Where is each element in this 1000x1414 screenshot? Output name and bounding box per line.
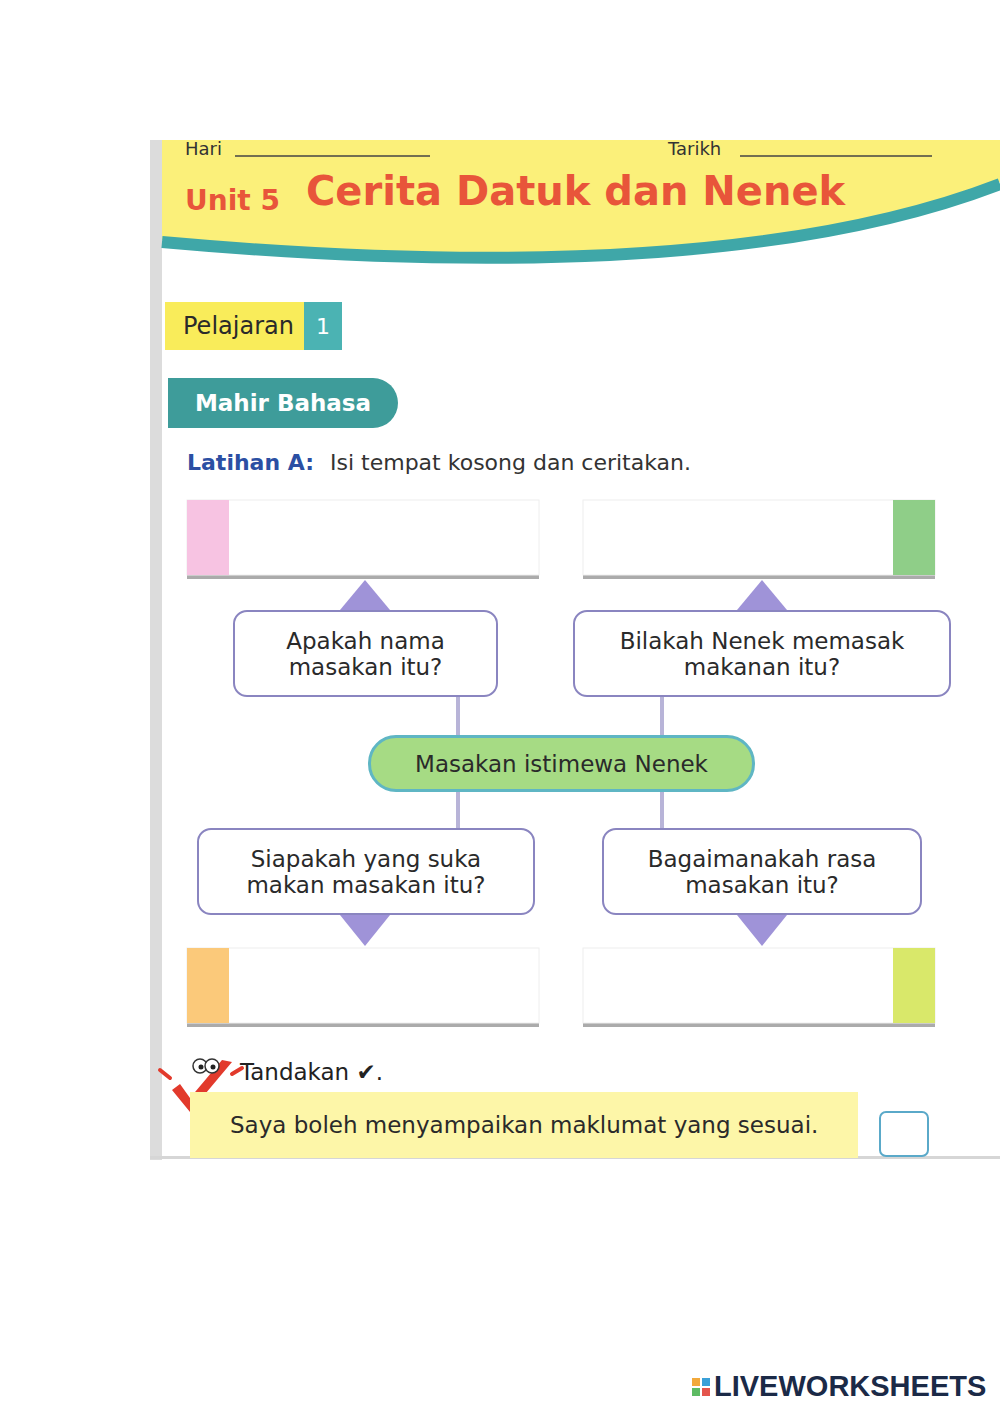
- section-tab: Mahir Bahasa: [168, 378, 398, 428]
- header-band: [162, 140, 1000, 256]
- answer-box: [583, 948, 935, 1027]
- connector-line: [660, 792, 664, 828]
- pointer-triangle: [340, 915, 390, 946]
- field-label: Hari: [185, 138, 222, 159]
- lesson-tag: Pelajaran1: [165, 302, 385, 350]
- answer-box: [187, 948, 539, 1027]
- pointer-triangle: [737, 915, 787, 946]
- question-box: Siapakah yang suka makan masakan itu?: [197, 828, 535, 915]
- blank-line: [740, 155, 932, 157]
- node-text: Masakan istimewa Nenek: [415, 751, 708, 777]
- connector-line: [456, 697, 460, 735]
- answer-box: [583, 500, 935, 579]
- tick-instruction: Tandakan ✔.: [240, 1059, 383, 1085]
- node-text: Apakah nama masakan itu?: [247, 628, 484, 680]
- answer-box: [187, 500, 539, 579]
- node-text: Bagaimanakah rasa masakan itu?: [616, 846, 908, 898]
- logo-icon: [692, 1378, 710, 1396]
- question-box: Bilakah Nenek memasak makanan itu?: [573, 610, 951, 697]
- pointer-triangle: [340, 580, 390, 610]
- node-text: Saya boleh menyampaikan maklumat yang se…: [230, 1111, 818, 1141]
- question-box: Bagaimanakah rasa masakan itu?: [602, 828, 922, 915]
- instruction: Isi tempat kosong dan ceritakan.: [330, 450, 691, 475]
- topic-box: Masakan istimewa Nenek: [368, 735, 755, 792]
- node-text: Siapakah yang suka makan masakan itu?: [211, 846, 521, 898]
- connector-line: [660, 697, 664, 735]
- blank-line: [235, 155, 430, 157]
- tag-text: Pelajaran: [165, 302, 304, 350]
- watermark: LIVEWORKSHEETS: [714, 1370, 986, 1403]
- page-title: Cerita Datuk dan Nenek: [306, 168, 845, 214]
- tag-number: 1: [304, 302, 342, 350]
- statement-band: [190, 1092, 858, 1158]
- exercise-label: Latihan A:: [187, 450, 314, 475]
- node-text: Mahir Bahasa: [195, 390, 371, 416]
- statement-box: Saya boleh menyampaikan maklumat yang se…: [200, 1096, 850, 1156]
- field-label: Tarikh: [668, 138, 721, 159]
- connector-line: [456, 792, 460, 828]
- tick-box: [880, 1112, 928, 1156]
- question-box: Apakah nama masakan itu?: [233, 610, 498, 697]
- pointer-triangle: [737, 580, 787, 610]
- page-edge: [150, 140, 162, 1160]
- node-text: Bilakah Nenek memasak makanan itu?: [587, 628, 937, 680]
- unit-label: Unit 5: [185, 184, 280, 217]
